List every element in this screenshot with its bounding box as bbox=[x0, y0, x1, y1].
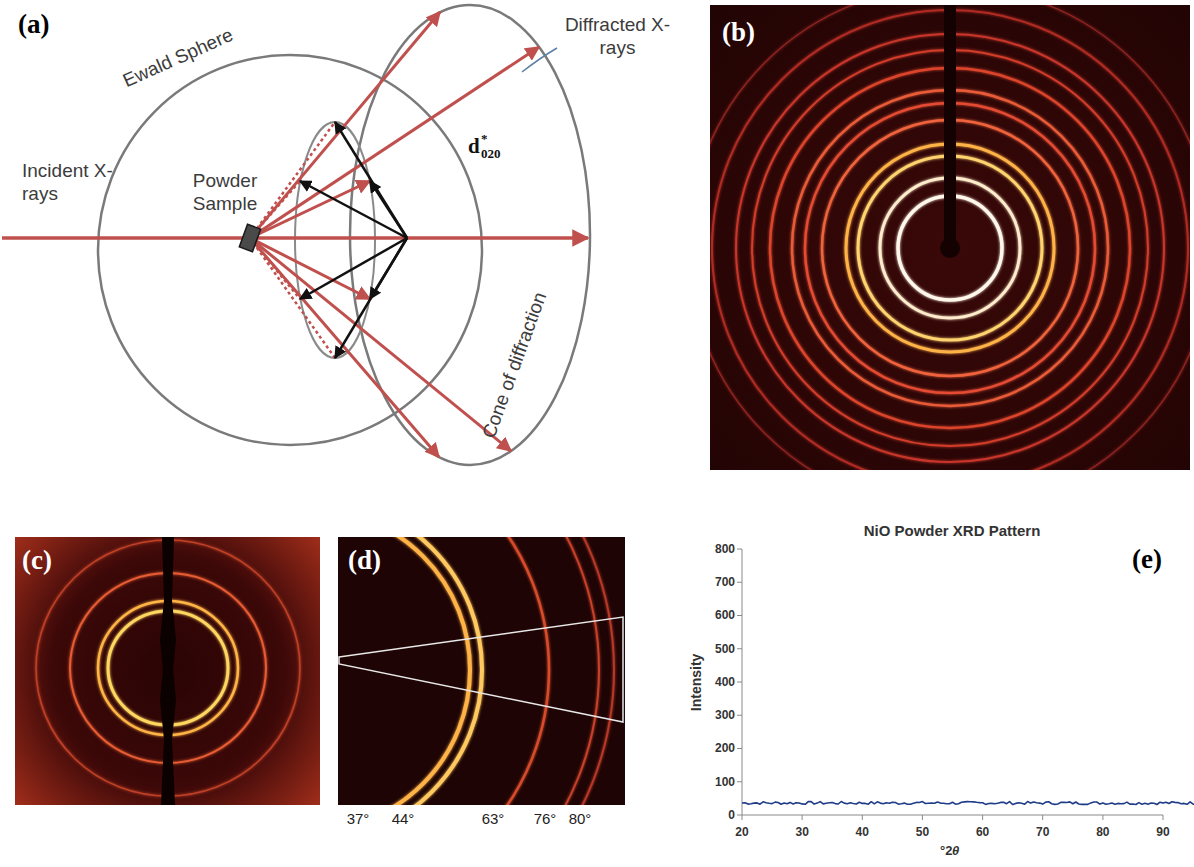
panel-letter: (b) bbox=[722, 16, 755, 48]
axis-tick-label: 90 bbox=[1156, 825, 1169, 839]
tick bbox=[737, 682, 742, 683]
axis-tick-label: 800 bbox=[715, 542, 735, 556]
diffracted-ray bbox=[250, 238, 511, 451]
tick bbox=[737, 815, 742, 816]
diffracted-ray bbox=[250, 238, 439, 457]
panel-letter: (a) bbox=[18, 8, 49, 40]
detector-background bbox=[15, 537, 320, 805]
beam-stop bbox=[940, 238, 960, 258]
integration-wedge bbox=[339, 617, 623, 722]
debye-ring bbox=[710, 5, 1190, 470]
tick bbox=[737, 648, 742, 649]
axis-tick-label: 700 bbox=[715, 575, 735, 589]
tick bbox=[1102, 815, 1103, 820]
tick bbox=[737, 582, 742, 583]
powder-sample bbox=[239, 224, 260, 251]
debye-ring bbox=[338, 537, 599, 805]
axis-tick-label: 300 bbox=[715, 708, 735, 722]
reciprocal-vector bbox=[300, 238, 407, 299]
tick bbox=[737, 781, 742, 782]
panel-letter: (d) bbox=[348, 544, 381, 576]
cone-label: Cone of diffraction bbox=[478, 289, 552, 441]
hidden-ray bbox=[250, 122, 335, 238]
diffracted-ray bbox=[250, 47, 539, 238]
axis-tick-label: 70 bbox=[1036, 825, 1049, 839]
beam-stop bbox=[944, 5, 956, 250]
ray-label: Diffracted X-rays bbox=[560, 14, 675, 60]
angle-label: 80° bbox=[569, 810, 592, 828]
axis-tick-label: 50 bbox=[916, 825, 929, 839]
axis-title: θ bbox=[952, 843, 959, 859]
axis-tick-label: 0 bbox=[728, 808, 735, 822]
axis-tick-label: 60 bbox=[976, 825, 989, 839]
ewald-sphere bbox=[98, 55, 482, 445]
vector-subscript: 020 bbox=[481, 146, 501, 162]
hidden-ray bbox=[250, 238, 335, 358]
reciprocal-vector bbox=[300, 181, 407, 238]
y-ticks bbox=[737, 549, 742, 815]
tick bbox=[1042, 815, 1043, 820]
debye-ring bbox=[338, 537, 614, 805]
axis-tick-label: 20 bbox=[735, 825, 748, 839]
axis-tick-label: 40 bbox=[856, 825, 869, 839]
xrd-curve bbox=[742, 560, 1194, 806]
axis-title: °2 bbox=[940, 843, 952, 859]
tick bbox=[802, 815, 803, 820]
x-axis bbox=[742, 815, 1163, 816]
axis-tick-label: 400 bbox=[715, 675, 735, 689]
leader-line bbox=[522, 48, 557, 72]
tick bbox=[862, 815, 863, 820]
axis-tick-label: 200 bbox=[715, 741, 735, 755]
incident-beam bbox=[2, 236, 588, 240]
axis-tick-label: 80 bbox=[1096, 825, 1109, 839]
ring-segment-panel bbox=[338, 537, 625, 805]
axis-tick-label: 100 bbox=[715, 775, 735, 789]
sphere-label: Ewald Sphere bbox=[119, 24, 236, 93]
cone-sphere-intersection bbox=[295, 122, 375, 358]
beam-label: Incident X-rays bbox=[22, 160, 122, 206]
axis-tick-label: 500 bbox=[715, 642, 735, 656]
diffracted-ray bbox=[250, 12, 440, 238]
sample-label: Powder Sample bbox=[185, 170, 265, 216]
reciprocal-vector bbox=[335, 238, 407, 358]
ewald-diagram bbox=[2, 5, 590, 465]
xrd-chart bbox=[737, 549, 1194, 820]
x-ticks bbox=[742, 815, 1163, 820]
angle-label: 37° bbox=[347, 810, 370, 828]
tick bbox=[1163, 815, 1164, 820]
vector-superscript: * bbox=[481, 131, 488, 147]
tick bbox=[737, 549, 742, 550]
detector-background bbox=[710, 5, 1190, 470]
beam-stop bbox=[160, 537, 176, 805]
vector-symbol: d bbox=[468, 134, 480, 159]
angle-label: 63° bbox=[482, 810, 505, 828]
tick bbox=[737, 748, 742, 749]
panel-letter: (e) bbox=[1132, 543, 1162, 575]
diffraction-rings-panel bbox=[15, 537, 320, 805]
panel-letter: (c) bbox=[22, 544, 52, 576]
debye-ring bbox=[338, 537, 482, 805]
angle-label: 44° bbox=[392, 810, 415, 828]
axis-tick-label: 30 bbox=[795, 825, 808, 839]
tick bbox=[737, 615, 742, 616]
chart-title: NiO Powder XRD Pattern bbox=[864, 522, 1041, 540]
tick bbox=[737, 715, 742, 716]
hidden-ray bbox=[250, 238, 300, 299]
tick bbox=[982, 815, 983, 820]
reciprocal-vector bbox=[335, 122, 407, 238]
tick bbox=[742, 815, 743, 820]
angle-label: 76° bbox=[534, 810, 557, 828]
axis-title: Intensity bbox=[689, 653, 706, 711]
axis-tick-label: 600 bbox=[715, 608, 735, 622]
diffraction-rings-panel bbox=[710, 5, 1190, 470]
debye-ring bbox=[338, 537, 470, 805]
tick bbox=[922, 815, 923, 820]
